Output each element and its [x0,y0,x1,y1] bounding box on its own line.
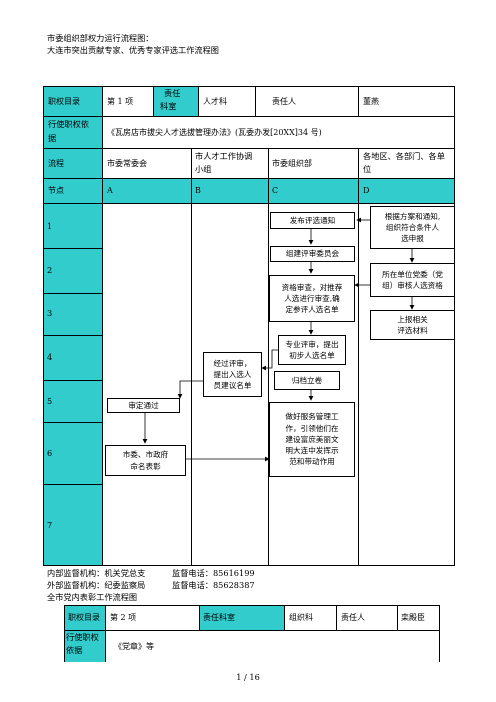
flow-box-c4-line2: 初步人选名单 [289,351,335,360]
header-line2: 大连市突出贡献专家、优秀专家评选工作流程图 [47,45,219,55]
flow-box-a6-line2: 命名表彰 [130,461,161,471]
flow-box-b4-line1: 经过评审， [213,358,252,368]
flow-box-c5-text: 归档立卷 [291,375,323,385]
step-3: 3 [47,308,53,318]
flow-box-a5: 审定通过 [107,398,180,413]
flow-box-c2: 组建评审委员会 [270,246,355,262]
table2-label: 职权目录 [68,613,100,622]
flow-box-c3-line3: 定参评人选名单 [285,305,339,315]
row2-basis: 《瓦房店市拔尖人才选拔管理办法》(瓦委办发[20XX]34 号) [107,127,322,137]
section2-title: 全市党内表彰工作流程图 [47,592,138,602]
node-c: C [272,186,279,195]
node-a: A [107,186,113,195]
flow-box-c6-line3: 建设富庶美丽文 [285,434,339,444]
step-4: 4 [47,352,53,362]
flow-box-c6-line4: 明大连中发挥示 [285,446,339,456]
arrow-b4-a5 [177,380,203,399]
flow-box-c4-line1: 专业评审，提出 [285,339,339,349]
row3-label-fill [43,148,102,178]
page-number: 1 / 16 [236,672,260,682]
row2-label-1: 行使职权依 [48,119,89,129]
step-7: 7 [47,520,53,530]
flow-box-c6-line2: 作，引领他们在 [285,423,339,433]
flow-box-c3: 资格审查，对推荐 人选进行审查,确 定参评人选名单 [269,275,355,322]
row1-item: 第 1 项 [107,96,134,106]
row2-label-2: 据 [48,133,57,143]
flow-box-b4: 经过评审， 提出入选人 员建议名单 [203,352,262,397]
flow-box-c3-line1: 资格审查，对推荐 [281,282,343,292]
table2-item: 第 2 项 [110,613,137,622]
table2-basis-label-2: 依据 [66,645,83,655]
node-b: B [195,186,201,195]
table2-person: 栾殿臣 [401,613,425,622]
row1-person: 董燕 [363,96,379,106]
flow-box-c1-text: 发布评选通知 [289,215,336,225]
flow-box-c6: 做好服务管理工 作，引领他们在 建设富庶美丽文 明大连中发挥示 范和带动作用 [269,402,355,477]
external-phone: 监督电话：85628387 [172,580,255,590]
flow-box-d2-line2: 组）审核人选资格 [382,281,443,290]
flow-box-a6: 市委、市政府 命名表彰 [105,445,186,476]
row1-office-label-2: 科室 [160,101,177,111]
row2-label-fill [43,116,102,148]
column-b-header-1: 市人才工作协调 [195,151,253,161]
row1-office-label-fill [153,86,198,116]
steps-column-fill [43,203,102,565]
table2-basis: 《党章》等 [114,641,154,651]
flow-box-d3-line1: 上报相关 [397,314,428,324]
flow-box-d2-line1: 所在单位党委（党 [382,269,443,279]
column-c-header: 市委组织部 [272,158,312,168]
arrow-c4-b4 [261,349,278,371]
flow-box-a5-text: 审定通过 [128,400,159,410]
flow-box-d3: 上报相关 评选材料 [370,310,455,340]
row1-label: 职权目录 [48,96,80,106]
row1-office: 人才科 [203,96,227,106]
flow-box-c1: 发布评选通知 [270,212,355,229]
row1-person-label: 责任人 [272,96,296,106]
flow-box-c2-text: 组建评审委员会 [285,249,340,259]
flow-box-d1-line1: 根据方案和通知, [384,211,441,221]
header-line1: 市委组织部权力运行流程图： [47,33,154,43]
step-6: 6 [47,448,53,458]
column-b-header-2: 小组 [195,164,212,174]
flow-box-c6-line5: 范和带动作用 [289,457,335,467]
external-supervision: 外部监督机构：纪委监察局 [47,580,146,590]
flow-box-c5: 归档立卷 [274,371,340,390]
column-a-header: 市委常委会 [107,158,147,168]
flow-box-c6-line1: 做好服务管理工 [285,412,339,422]
table2-office-label: 责任科室 [203,613,235,622]
node-label: 节点 [48,186,64,195]
internal-phone: 监督电话：85616199 [172,568,255,578]
flow-box-a6-line1: 市委、市政府 [122,450,169,460]
flow-box-d1-line2: 组织符合条件人 [385,222,440,232]
flow-box-d1: 根据方案和通知, 组织符合条件人 选申报 [370,206,455,249]
flow-box-c4: 专业评审，提出 初步人选名单 [278,335,346,365]
step-1: 1 [47,221,53,231]
step-5: 5 [47,396,53,406]
table2-person-label: 责任人 [341,613,365,622]
node-d: D [363,186,370,195]
column-d-header-1: 各地区、各部门、各单 [363,151,445,161]
step-2: 2 [47,265,53,275]
table2-office: 组织科 [289,613,313,622]
flow-box-d3-line2: 评选材料 [397,326,428,335]
column-d-header-2: 位 [363,164,372,174]
table2-basis-label-1: 行使职权 [66,632,99,642]
row4-fill [43,178,454,203]
flow-box-b4-line2: 提出入选人 [213,369,252,379]
flow-box-c3-line2: 人选进行审查,确 [284,293,340,303]
row1-label-fill [43,86,102,116]
row1-office-label-1: 责任 [164,88,181,98]
flow-box-b4-line3: 员建议名单 [213,381,252,391]
row3-label: 流程 [48,158,64,168]
internal-supervision: 内部监督机构：机关党总支 [47,568,146,578]
flow-box-d2: 所在单位党委（党 组）审核人选资格 [370,263,455,297]
flow-box-d1-line3: 选申报 [401,234,424,244]
